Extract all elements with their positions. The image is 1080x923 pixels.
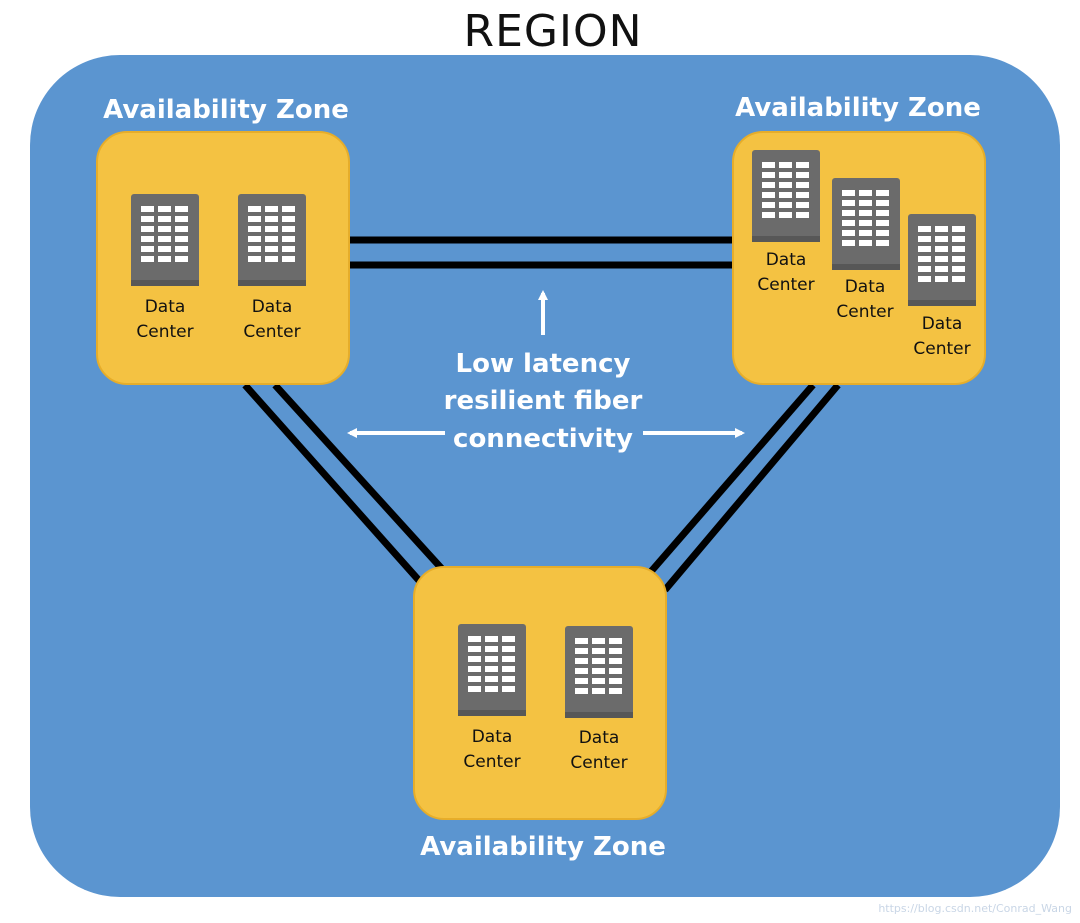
connectivity-line2: resilient fiber bbox=[444, 386, 643, 416]
server-icon bbox=[832, 178, 900, 270]
data-center: Data Center bbox=[238, 194, 306, 342]
data-center: Data Center bbox=[131, 194, 199, 342]
availability-zone-top-left: Availability Zone Data Center Data Cente… bbox=[96, 95, 350, 385]
data-center: Data Center bbox=[908, 214, 976, 359]
data-center: Data Center bbox=[565, 626, 633, 773]
data-center-label-line2: Center bbox=[463, 752, 520, 772]
availability-zone-top-right: Availability Zone Data Center Data Cente… bbox=[732, 93, 986, 385]
zone-label: Availability Zone bbox=[735, 93, 981, 123]
fiber-link-right bbox=[645, 382, 841, 593]
server-icon bbox=[908, 214, 976, 306]
connectivity-line3: connectivity bbox=[453, 424, 633, 454]
data-center-label-line1: Data bbox=[922, 314, 963, 334]
data-center: Data Center bbox=[752, 150, 820, 295]
data-center-label-line1: Data bbox=[845, 277, 886, 297]
data-center-label-line1: Data bbox=[252, 297, 293, 317]
data-center-label-line1: Data bbox=[579, 728, 620, 748]
data-center-label-line2: Center bbox=[570, 753, 627, 773]
connectivity-annotation: Low latency resilient fiber connectivity bbox=[347, 290, 745, 454]
server-icon bbox=[238, 194, 306, 286]
watermark-text: https://blog.csdn.net/Conrad_Wang bbox=[878, 902, 1072, 915]
data-center-label-line1: Data bbox=[145, 297, 186, 317]
server-icon bbox=[752, 150, 820, 242]
server-icon bbox=[565, 626, 633, 718]
data-center: Data Center bbox=[458, 624, 526, 772]
data-center-label-line2: Center bbox=[913, 339, 970, 359]
fiber-link-left bbox=[242, 382, 446, 588]
connectivity-line1: Low latency bbox=[456, 349, 631, 379]
region-title: REGION bbox=[464, 6, 643, 57]
data-center-label-line2: Center bbox=[243, 322, 300, 342]
data-center-label-line2: Center bbox=[757, 275, 814, 295]
data-center-label-line1: Data bbox=[766, 250, 807, 270]
data-center-label-line2: Center bbox=[136, 322, 193, 342]
zone-label: Availability Zone bbox=[103, 95, 349, 125]
fiber-link-top bbox=[348, 236, 736, 269]
zone-label: Availability Zone bbox=[420, 832, 666, 862]
server-icon bbox=[131, 194, 199, 286]
data-center-label-line1: Data bbox=[472, 727, 513, 747]
availability-zone-bottom: Data Center Data Center Availability Zon… bbox=[413, 566, 667, 862]
server-icon bbox=[458, 624, 526, 716]
data-center-label-line2: Center bbox=[836, 302, 893, 322]
data-center: Data Center bbox=[832, 178, 900, 322]
